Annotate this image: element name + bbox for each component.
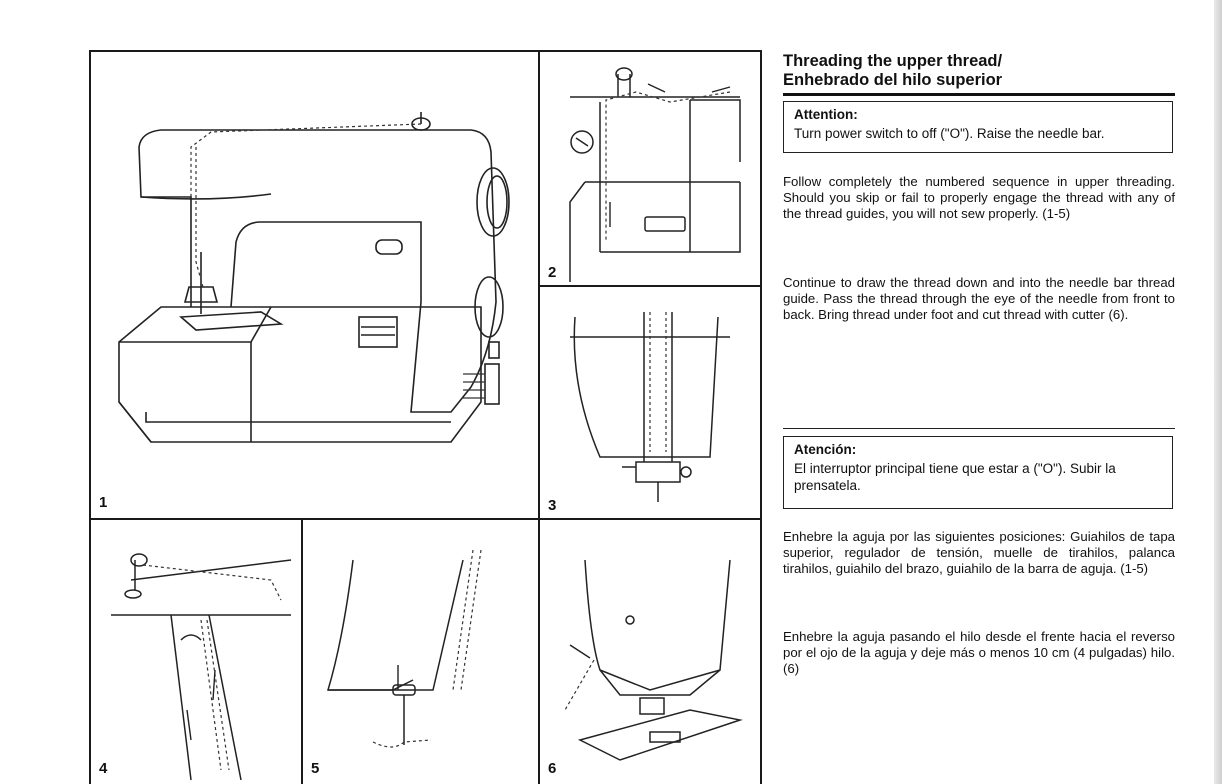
figure-3-number: 3 (548, 497, 557, 514)
figure-2-number: 2 (548, 264, 557, 281)
figure-2-top-thread-guides: 2 (538, 50, 762, 287)
atencion-text: El interruptor principal tiene que estar… (794, 461, 1116, 493)
figure-6-number: 6 (548, 760, 557, 777)
attention-box-spanish: Atención: El interruptor principal tiene… (783, 436, 1173, 509)
page-title: Threading the upper thread/ Enhebrado de… (783, 52, 1175, 96)
thread-guide-illustration (569, 67, 741, 282)
attention-box-english: Attention: Turn power switch to off ("O"… (783, 101, 1173, 153)
needle-bar-illustration (570, 312, 730, 502)
paragraph-english-2: Continue to draw the thread down and int… (783, 275, 1175, 322)
sewing-machine-illustration (118, 112, 510, 443)
figure-5-number: 5 (311, 760, 320, 777)
title-english: Threading the upper thread/ (783, 52, 1003, 70)
paragraph-spanish-1: Enhebre la aguja por las siguientes posi… (783, 529, 1175, 576)
figure-6-thread-cutter: 6 (538, 518, 762, 784)
figure-4-number: 4 (99, 760, 108, 777)
section-divider (783, 428, 1175, 429)
thread-path-illustration (111, 553, 292, 781)
needle-eye-illustration (326, 549, 482, 748)
atencion-heading: Atención: (794, 442, 857, 457)
attention-text: Turn power switch to off ("O"). Raise th… (794, 126, 1105, 141)
figure-4-thread-path: 4 (89, 518, 303, 784)
paragraph-spanish-2: Enhebre la aguja pasando el hilo desde e… (783, 629, 1175, 676)
figure-5-needle-eye: 5 (301, 518, 540, 784)
figure-1-number: 1 (99, 494, 108, 511)
figure-1-sewing-machine: 1 (89, 50, 540, 520)
attention-heading: Attention: (794, 107, 858, 122)
page-edge (1214, 0, 1222, 784)
title-spanish: Enhebrado del hilo superior (783, 71, 1003, 89)
paragraph-english-1: Follow completely the numbered sequence … (783, 174, 1175, 221)
thread-cutter-illustration (564, 559, 743, 761)
figure-3-needle-bar-guide: 3 (538, 285, 762, 520)
